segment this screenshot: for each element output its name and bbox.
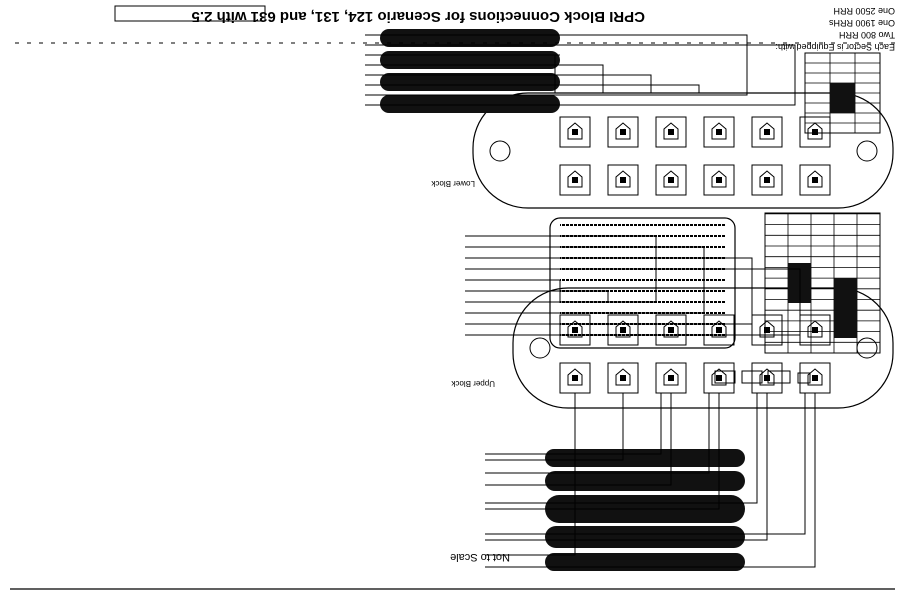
- wire: [485, 393, 720, 510]
- upper-block-label: Upper Block: [451, 379, 495, 388]
- upper-block-outline: [512, 287, 894, 409]
- wire: [465, 303, 705, 314]
- bundle-2: [545, 526, 745, 548]
- wire: [465, 279, 561, 303]
- wire: [485, 393, 758, 504]
- cable-bundles-bottom: [380, 29, 560, 113]
- lower-port: [655, 116, 687, 148]
- wire: [485, 393, 662, 455]
- legend-table-1-grid: [765, 213, 880, 353]
- upper-port: [655, 314, 687, 346]
- sector-line-3: One 1900 RRHs: [828, 18, 895, 28]
- wire: [485, 393, 806, 535]
- wire: [365, 93, 748, 96]
- wire: [485, 393, 672, 486]
- bundle-8: [380, 51, 560, 69]
- legend-table-2-grid: [805, 53, 880, 133]
- wire: [365, 34, 748, 93]
- upper-port: [799, 362, 831, 394]
- lower-block-outline: [472, 92, 894, 209]
- diagram-title: CPRI Block Connections for Scenario 124,…: [191, 8, 645, 25]
- lower-port: [607, 116, 639, 148]
- lower-port: [559, 116, 591, 148]
- lower-port: [655, 164, 687, 196]
- label-list-lines: [560, 224, 725, 336]
- lower-block-ports: [559, 116, 831, 196]
- bundle-7: [380, 73, 560, 91]
- wire: [365, 93, 796, 106]
- wire: [365, 54, 560, 93]
- wire: [485, 393, 710, 474]
- upper-port: [703, 362, 735, 394]
- lower-port: [607, 164, 639, 196]
- lower-left-screw: [856, 140, 878, 162]
- bundle-6: [380, 95, 560, 113]
- lower-port: [703, 164, 735, 196]
- wire: [485, 393, 768, 541]
- drawing-tag-box: [114, 5, 266, 22]
- wire: [465, 246, 705, 303]
- upper-port: [655, 362, 687, 394]
- sector-line-4: One 2500 RRH: [833, 6, 895, 16]
- wire: [365, 64, 604, 93]
- lower-port: [559, 164, 591, 196]
- wire: [365, 84, 700, 93]
- connector-key: [714, 370, 811, 384]
- lower-right-screw: [489, 140, 511, 162]
- legend-table-1: [764, 212, 881, 354]
- lower-block-label: Lower Block: [431, 179, 475, 188]
- lower-port: [703, 116, 735, 148]
- wire: [465, 303, 753, 325]
- upper-port: [559, 362, 591, 394]
- wire: [365, 74, 652, 93]
- bundle-4: [545, 471, 745, 491]
- upper-port: [607, 314, 639, 346]
- wire: [365, 44, 796, 93]
- wires: [10, 34, 895, 568]
- wire: [465, 268, 801, 303]
- lower-port: [799, 164, 831, 196]
- wire: [485, 393, 576, 556]
- upper-port: [751, 314, 783, 346]
- upper-port: [559, 314, 591, 346]
- wire: [485, 393, 816, 568]
- lower-port: [751, 116, 783, 148]
- wire: [465, 290, 609, 303]
- bundle-1: [545, 553, 745, 571]
- upper-right-screw: [529, 337, 551, 359]
- sector-line-1: Each Sector is Equipped with:: [775, 42, 895, 52]
- label-list-box: [549, 217, 736, 349]
- bundle-9: [380, 29, 560, 47]
- upper-port: [607, 362, 639, 394]
- lower-port: [751, 164, 783, 196]
- wire: [465, 303, 801, 336]
- upper-port: [799, 314, 831, 346]
- wire: [465, 257, 753, 303]
- sector-equipment-note: Each Sector is Equipped with: Two 800 RR…: [775, 5, 895, 53]
- upper-port: [751, 362, 783, 394]
- sector-line-2: Two 800 RRH: [838, 30, 895, 40]
- not-to-scale-label: Not to Scale: [450, 551, 510, 563]
- wire: [485, 393, 624, 461]
- wire: [465, 235, 657, 303]
- upper-left-screw: [856, 337, 878, 359]
- upper-port: [703, 314, 735, 346]
